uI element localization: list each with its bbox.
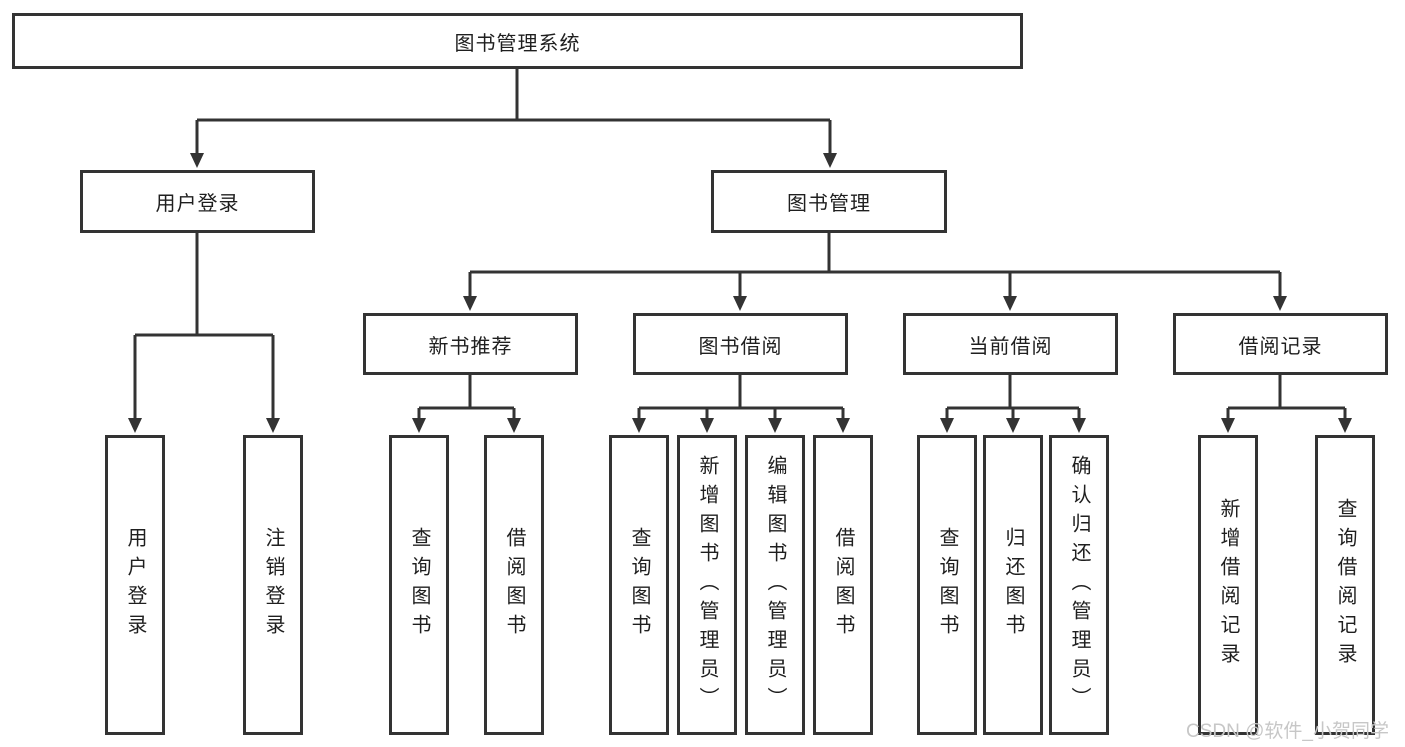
leaf-borrowing-query-book: 查询图书 — [609, 435, 669, 735]
csdn-watermark: CSDN @软件_小贺同学 — [1186, 721, 1389, 742]
node-label: 注销登录 — [262, 527, 284, 643]
node-label: 查询图书 — [936, 527, 958, 643]
leaf-recommend-borrow-book: 借阅图书 — [484, 435, 544, 735]
root-node: 图书管理系统 — [12, 13, 1023, 69]
leaf-logout: 注销登录 — [243, 435, 303, 735]
node-label: 当前借阅 — [968, 335, 1053, 358]
node-label: 借阅记录 — [1238, 335, 1323, 358]
node-label: 查询借阅记录 — [1334, 498, 1356, 672]
node-label: 用户登录 — [124, 527, 146, 643]
leaf-current-confirm-return-admin: 确认归还（管理员） — [1049, 435, 1109, 735]
connector-tree — [133, 68, 1347, 420]
arrowhead-icons — [128, 153, 1352, 433]
branch-book-management: 图书管理 — [711, 170, 947, 233]
node-label: 借阅图书 — [832, 527, 854, 643]
node-label: 图书管理系统 — [454, 32, 581, 55]
group-new-book-recommend: 新书推荐 — [363, 313, 578, 375]
node-label: 图书管理 — [787, 193, 871, 215]
node-label: 查询图书 — [628, 527, 650, 643]
node-label: 用户登录 — [155, 193, 240, 215]
node-label: 新增图书（管理员） — [696, 454, 718, 716]
node-label: 借阅图书 — [503, 527, 525, 643]
group-borrow-records: 借阅记录 — [1173, 313, 1388, 375]
node-label: 图书借阅 — [698, 335, 783, 358]
node-label: 确认归还（管理员） — [1068, 454, 1090, 716]
leaf-records-add-record: 新增借阅记录 — [1198, 435, 1258, 735]
node-label: 归还图书 — [1002, 527, 1024, 643]
leaf-borrowing-edit-book-admin: 编辑图书（管理员） — [745, 435, 805, 735]
leaf-user-login: 用户登录 — [105, 435, 165, 735]
group-current-borrowing: 当前借阅 — [903, 313, 1118, 375]
leaf-recommend-query-book: 查询图书 — [389, 435, 449, 735]
node-label: 查询图书 — [408, 527, 430, 643]
leaf-current-query-book: 查询图书 — [917, 435, 977, 735]
group-book-borrowing: 图书借阅 — [633, 313, 848, 375]
node-label: 新书推荐 — [428, 335, 513, 358]
leaf-borrowing-borrow-book: 借阅图书 — [813, 435, 873, 735]
node-label: 编辑图书（管理员） — [764, 454, 786, 716]
branch-user-login: 用户登录 — [80, 170, 315, 233]
leaf-records-query-record: 查询借阅记录 — [1315, 435, 1375, 735]
node-label: 新增借阅记录 — [1217, 498, 1239, 672]
leaf-current-return-book: 归还图书 — [983, 435, 1043, 735]
leaf-borrowing-add-book-admin: 新增图书（管理员） — [677, 435, 737, 735]
